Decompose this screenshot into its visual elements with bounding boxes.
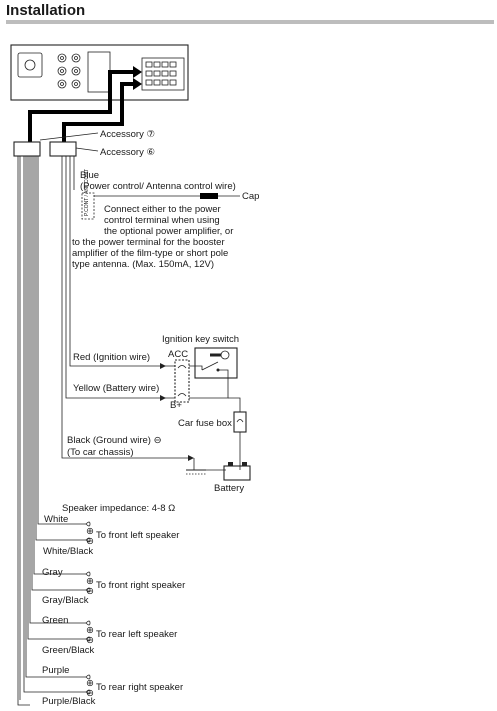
svg-text:type antenna. (Max. 150mA, 12V: type antenna. (Max. 150mA, 12V) bbox=[72, 259, 214, 270]
front-right-minus: ⊖ bbox=[86, 586, 94, 597]
speaker-impedance-label: Speaker impedance: 4-8 Ω bbox=[62, 503, 175, 514]
heading-title: Installation bbox=[6, 2, 86, 19]
car-fuse-box-label: Car fuse box bbox=[178, 418, 232, 429]
yellow-arrow bbox=[160, 395, 166, 401]
wire-purple-label: Purple bbox=[42, 665, 69, 676]
battery-icon bbox=[223, 465, 251, 481]
yellow-wire-label: Yellow (Battery wire) bbox=[73, 383, 159, 394]
arrowhead-left bbox=[133, 66, 142, 78]
fuse-acc bbox=[177, 365, 187, 369]
rear-left-dest: To rear left speaker bbox=[96, 629, 177, 640]
accessory-7-label: Accessory ⑦ bbox=[100, 129, 155, 140]
harness-arrow-right bbox=[62, 82, 133, 142]
wire-white-label: White bbox=[44, 514, 68, 525]
ground-symbol bbox=[186, 458, 206, 475]
speaker-wire-bundle bbox=[17, 156, 86, 706]
wire-purple-black-label: Purple/Black bbox=[42, 696, 96, 707]
accessory-7-leader bbox=[39, 132, 99, 141]
ignition-key-switch-label: Ignition key switch bbox=[162, 334, 239, 345]
antenna-jack bbox=[24, 59, 36, 71]
accessory-7-connector bbox=[13, 141, 41, 157]
car-fuse-box bbox=[233, 411, 247, 433]
arrowhead-right bbox=[133, 78, 142, 90]
wire-gray-label: Gray bbox=[42, 567, 63, 578]
front-left-plus: ⊕ bbox=[86, 526, 94, 537]
power-fuse-block bbox=[174, 359, 190, 403]
chassis-label: (To car chassis) bbox=[67, 447, 134, 458]
speaker-group-front-left: White White/Black ⊕ ⊖ To front left spea… bbox=[43, 514, 179, 557]
accessory-6-connector bbox=[49, 141, 77, 157]
fuse-bplus bbox=[177, 393, 187, 397]
red-wire-label: Red (Ignition wire) bbox=[73, 352, 150, 363]
blue-wire-connector: P.CONT / ANT.CONT bbox=[81, 169, 240, 220]
wire-green-label: Green bbox=[42, 615, 68, 626]
front-right-dest: To front right speaker bbox=[96, 580, 185, 591]
rear-left-plus: ⊕ bbox=[86, 625, 94, 636]
speaker-group-rear-left: Green Green/Black ⊕ ⊖ To rear left speak… bbox=[42, 615, 177, 656]
svg-text:control terminal when using: control terminal when using bbox=[104, 215, 220, 226]
svg-text:amplifier of the film-type or: amplifier of the film-type or short pole bbox=[72, 248, 228, 259]
harness-arrow-left bbox=[28, 70, 133, 142]
front-left-dest: To front left speaker bbox=[96, 530, 179, 541]
svg-text:the optional power amplifier,: the optional power amplifier, or bbox=[104, 226, 233, 237]
rear-left-minus: ⊖ bbox=[86, 635, 94, 646]
accessory-6-label: Accessory ⑥ bbox=[100, 147, 155, 158]
wire-gray-black-label: Gray/Black bbox=[42, 595, 89, 606]
speaker-group-front-right: Gray Gray/Black ⊕ ⊖ To front right speak… bbox=[42, 567, 185, 606]
section-heading: Installation bbox=[6, 2, 494, 24]
black-wire-label: Black (Ground wire) ⊖ bbox=[67, 435, 162, 446]
cap-label: Cap bbox=[242, 191, 259, 202]
black-arrow bbox=[188, 455, 194, 461]
blue-wire-label: Blue bbox=[80, 170, 99, 181]
iso-pins bbox=[145, 61, 177, 86]
svg-text:Connect either to the power: Connect either to the power bbox=[104, 204, 221, 215]
rear-right-minus: ⊖ bbox=[86, 688, 94, 699]
b-plus-label: B+ bbox=[170, 400, 182, 411]
iso-connector-port bbox=[141, 57, 185, 91]
ignition-switch-box bbox=[194, 347, 238, 379]
sub-connector bbox=[87, 51, 111, 93]
speaker-group-rear-right: Purple Purple/Black ⊕ ⊖ To rear right sp… bbox=[42, 665, 183, 707]
switch-contact bbox=[201, 361, 219, 371]
antenna-port bbox=[17, 52, 43, 78]
heading-rule bbox=[6, 18, 494, 24]
front-right-plus: ⊕ bbox=[86, 576, 94, 587]
wire-white-black-label: White/Black bbox=[43, 546, 93, 557]
accessory-6-leader bbox=[75, 147, 99, 152]
blue-wire-label2: (Power control/ Antenna control wire) bbox=[80, 181, 236, 192]
blue-wire-note: Connect either to the power control term… bbox=[72, 204, 233, 270]
rca-jacks bbox=[57, 53, 81, 89]
wire-cap bbox=[200, 193, 218, 199]
power-wire-bundle bbox=[61, 156, 188, 459]
acc-label: ACC bbox=[168, 349, 188, 360]
head-unit-rear bbox=[10, 44, 189, 142]
svg-text:to the power terminal for the: to the power terminal for the booster bbox=[72, 237, 225, 248]
rear-right-plus: ⊕ bbox=[86, 678, 94, 689]
rear-right-dest: To rear right speaker bbox=[96, 682, 183, 693]
battery-label: Battery bbox=[214, 483, 244, 494]
red-arrow bbox=[160, 363, 166, 369]
unit-chassis bbox=[10, 44, 189, 101]
wire-green-black-label: Green/Black bbox=[42, 645, 95, 656]
key-icon bbox=[210, 350, 230, 360]
p-cont-label: P.CONT / ANT.CONT bbox=[84, 169, 90, 216]
front-left-minus: ⊖ bbox=[86, 536, 94, 547]
